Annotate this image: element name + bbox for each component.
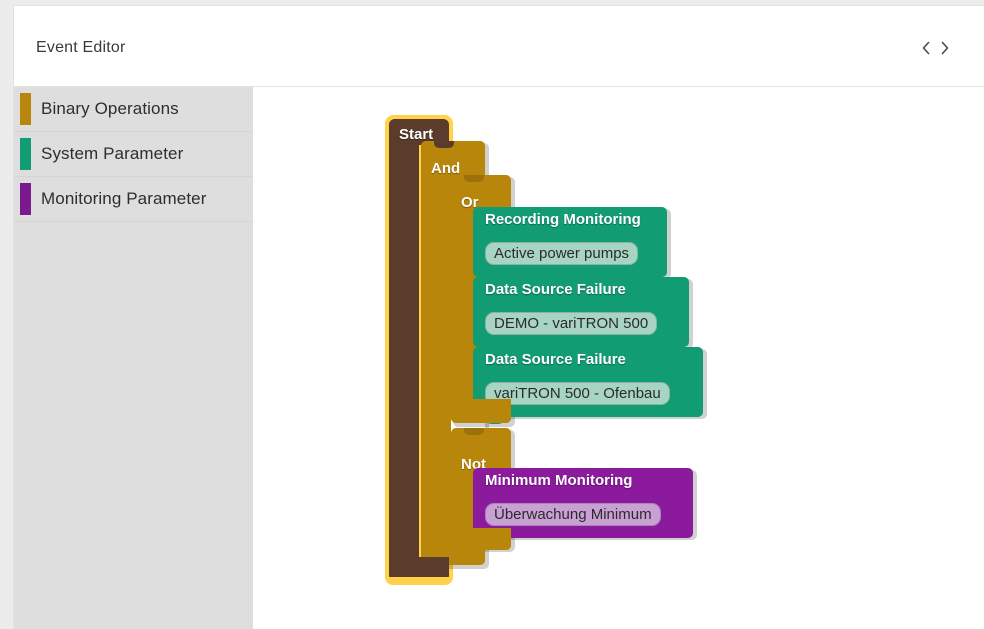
sidebar-item-binary-operations[interactable]: Binary Operations: [14, 87, 253, 132]
or-block-label: Or: [461, 194, 479, 211]
monitoring-block-field[interactable]: Überwachung Minimum: [485, 503, 661, 526]
or-block-foot: [451, 399, 511, 423]
and-block-label: And: [431, 160, 461, 177]
monitoring-block-title: Minimum Monitoring: [485, 472, 633, 489]
chevron-right-icon[interactable]: [938, 39, 951, 57]
not-block-foot: [451, 528, 511, 550]
sidebar-item-label: Binary Operations: [41, 99, 179, 118]
block-workspace: Start And Or Recording Monitorin: [253, 87, 984, 629]
category-sidebar: Binary Operations System Parameter Monit…: [14, 87, 253, 629]
category-swatch-icon: [20, 93, 31, 125]
sidebar-item-monitoring-parameter[interactable]: Monitoring Parameter: [14, 177, 253, 222]
sidebar-item-label: System Parameter: [41, 144, 184, 163]
page-title: Event Editor: [36, 39, 126, 56]
start-block-label: Start: [399, 126, 434, 143]
header-nav: [920, 39, 951, 57]
sidebar-item-label: Monitoring Parameter: [41, 189, 207, 208]
system-block-2-title: Data Source Failure: [485, 281, 626, 298]
category-swatch-icon: [20, 138, 31, 170]
or-block-top-notch: [464, 175, 484, 182]
category-swatch-icon: [20, 183, 31, 215]
system-block-3-field[interactable]: variTRON 500 - Ofenbau: [485, 382, 670, 405]
not-block-top-notch: [464, 428, 484, 435]
system-block-1-field[interactable]: Active power pumps: [485, 242, 639, 265]
start-block-foot-outline: [385, 577, 453, 585]
event-editor-window: Event Editor Binary Operations System Pa…: [14, 6, 984, 629]
and-block-top-notch: [434, 141, 454, 148]
system-block-3-title: Data Source Failure: [485, 351, 626, 368]
system-block-2-field[interactable]: DEMO - variTRON 500: [485, 312, 658, 335]
chevron-left-icon[interactable]: [920, 39, 933, 57]
block-workspace-canvas[interactable]: Start And Or Recording Monitorin: [253, 87, 984, 629]
system-block-1-title: Recording Monitoring: [485, 211, 641, 228]
sidebar-item-system-parameter[interactable]: System Parameter: [14, 132, 253, 177]
app-header: Event Editor: [14, 6, 984, 87]
